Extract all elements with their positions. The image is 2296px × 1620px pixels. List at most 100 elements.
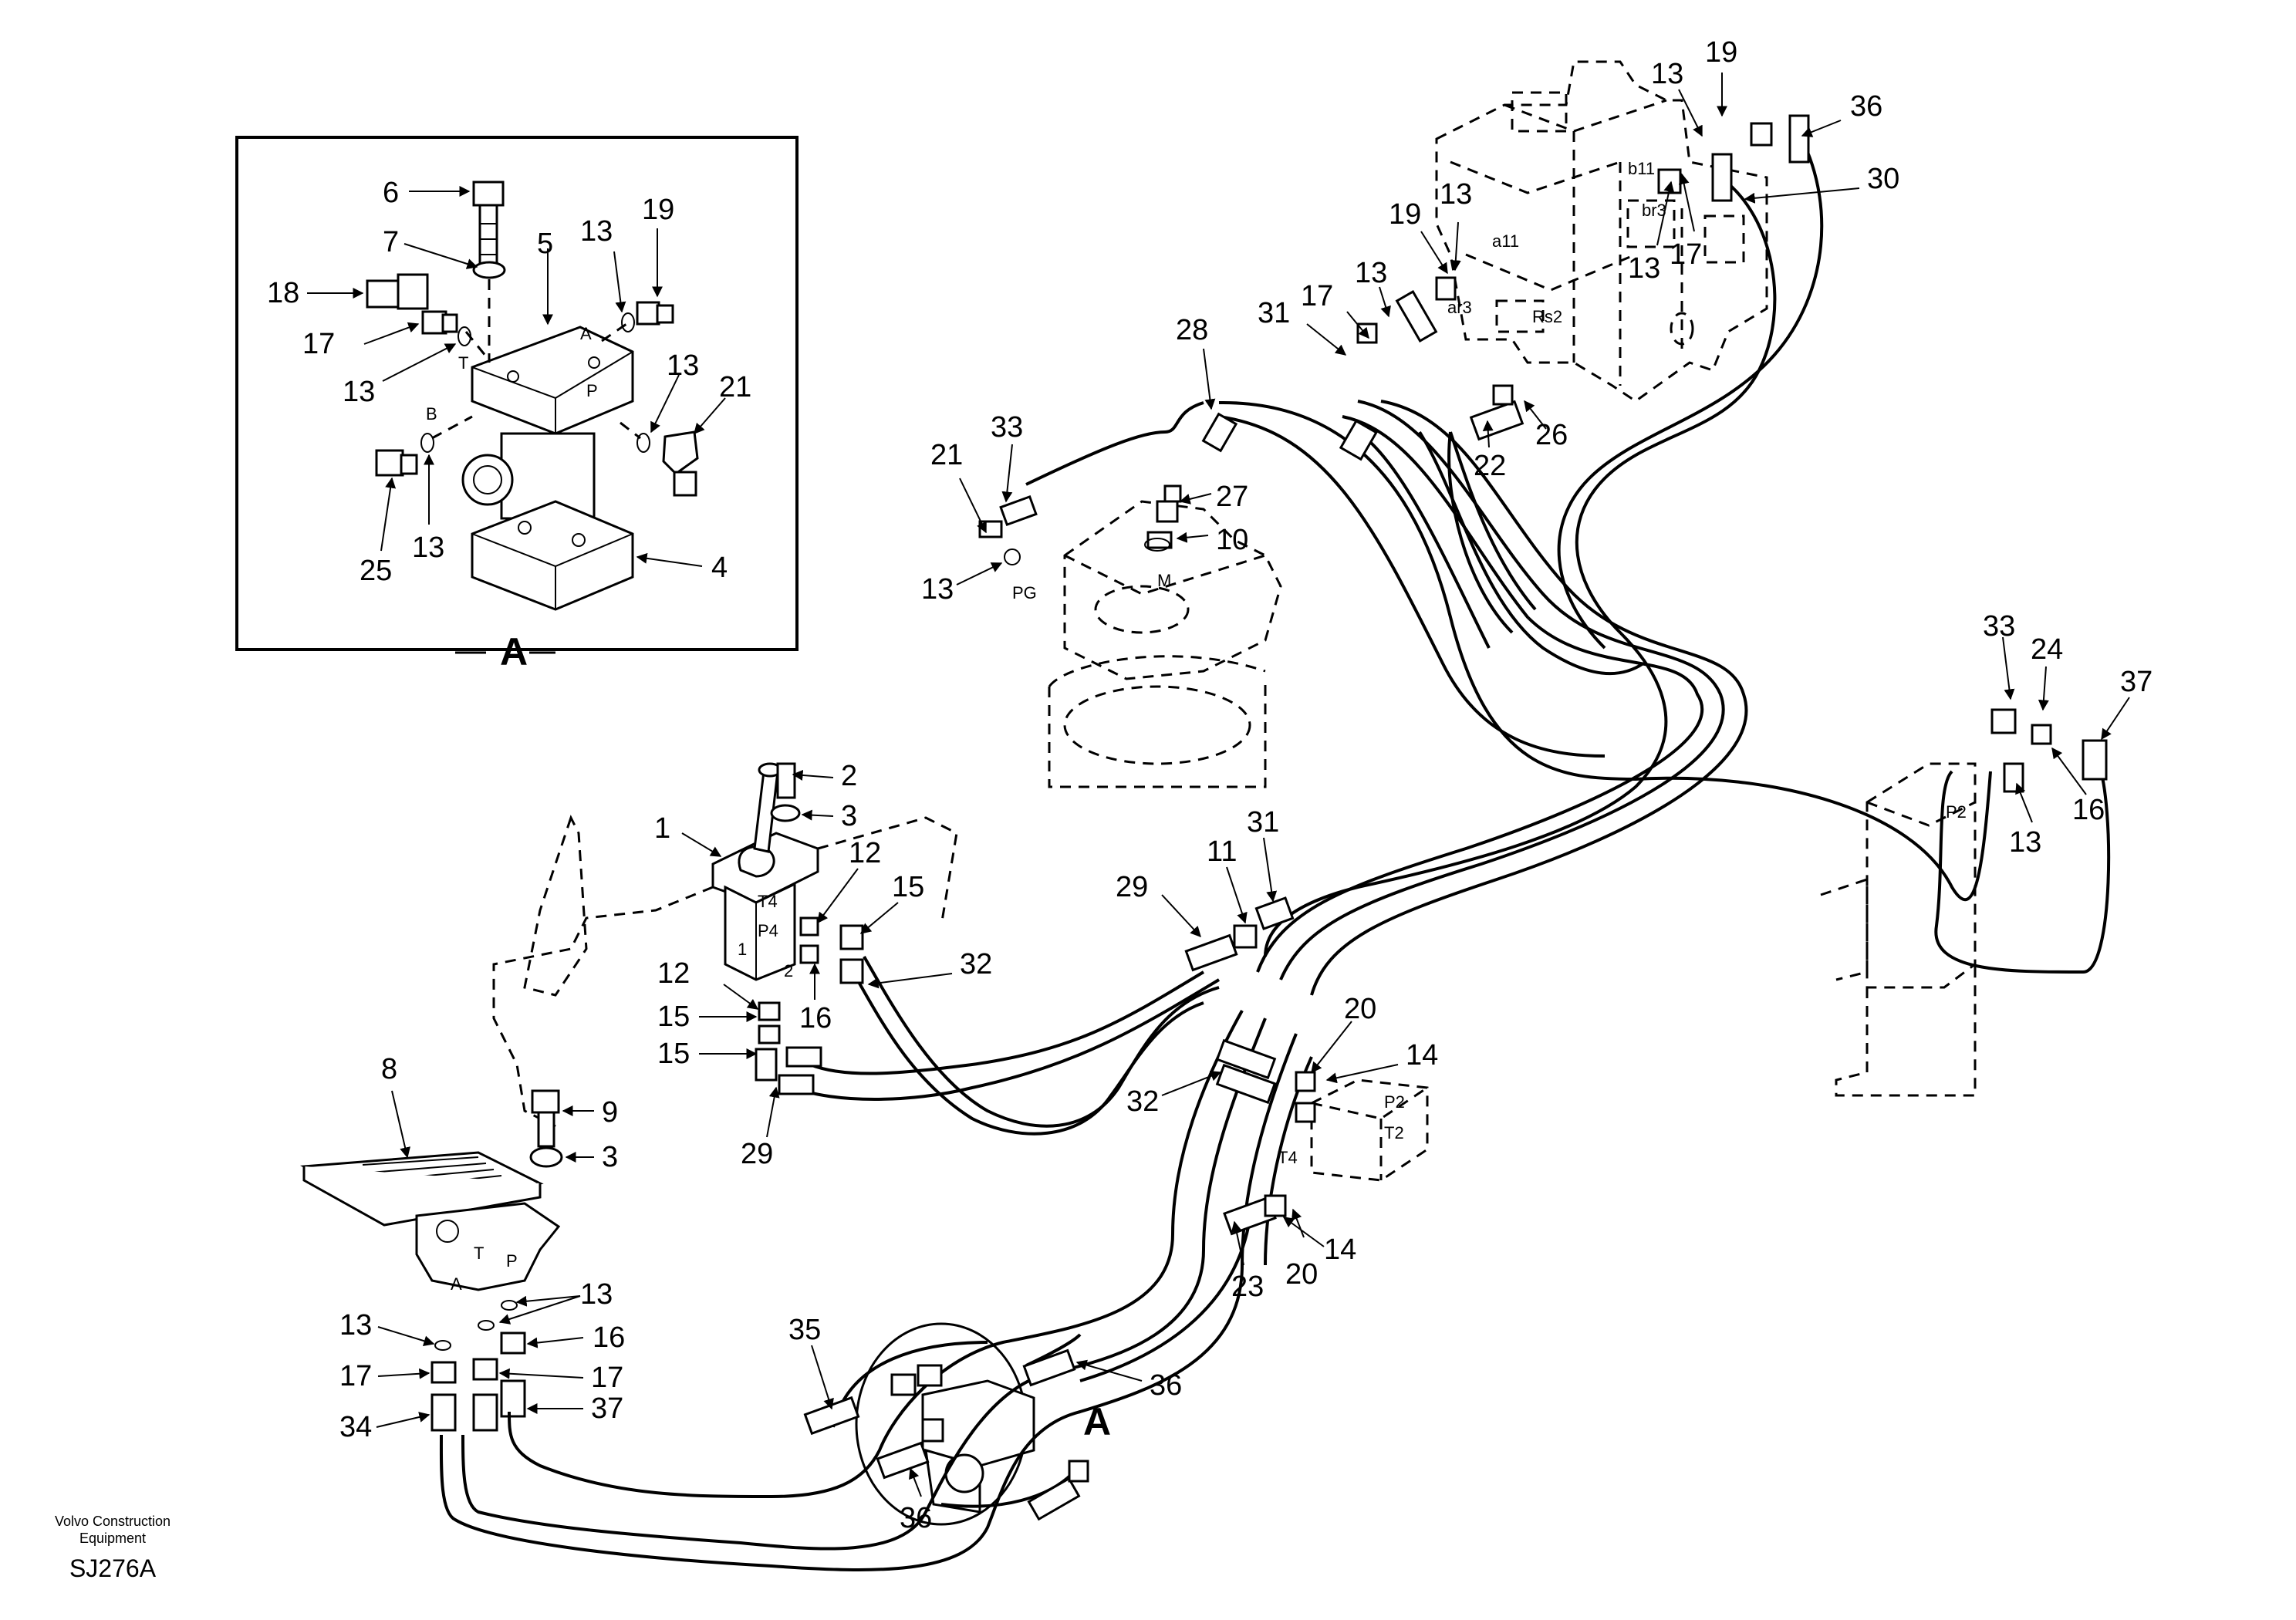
- callout-31: 31: [1247, 806, 1279, 839]
- callout-22: 22: [1474, 450, 1506, 482]
- callout-16: 16: [2072, 794, 2105, 826]
- port-p2-label: P2: [1946, 802, 1967, 822]
- fitting-25: [375, 449, 418, 477]
- callout-14: 14: [1406, 1039, 1438, 1072]
- callout-30: 30: [1867, 163, 1899, 195]
- callout-26: 26: [1535, 419, 1568, 451]
- callout-13: 13: [580, 215, 613, 248]
- port-t-pedal-label: T: [474, 1244, 484, 1263]
- callout-15: 15: [892, 871, 924, 903]
- callout-20: 20: [1344, 993, 1376, 1025]
- port-pg-label: PG: [1012, 583, 1037, 602]
- callout-14: 14: [1324, 1234, 1356, 1266]
- callout-16: 16: [799, 1002, 832, 1034]
- callout-36: 36: [1150, 1369, 1182, 1402]
- callout-15: 15: [657, 1001, 690, 1033]
- port-a-pedal-label: A: [451, 1274, 462, 1294]
- callout-10: 10: [1216, 524, 1248, 556]
- callout-25: 25: [360, 555, 392, 587]
- travel-pedal: T P A: [299, 1151, 561, 1294]
- fitting-19: [636, 301, 674, 326]
- footer: Volvo Construction Equipment SJ276A: [55, 1514, 171, 1582]
- port-a11-label: a11: [1492, 231, 1519, 251]
- callout-21: 21: [930, 439, 963, 471]
- callout-13: 13: [1651, 58, 1683, 90]
- pressure-valve-body: [461, 326, 634, 520]
- callout-numbers: 6 7 5 13 19 18 17 13 13 21 25 13 4 13 19…: [267, 36, 2152, 1534]
- callout-32: 32: [1126, 1085, 1159, 1118]
- callout-16: 16: [593, 1321, 625, 1354]
- callout-19: 19: [642, 194, 674, 226]
- port-a-label: A: [580, 324, 592, 343]
- callout-leaders: [376, 73, 2130, 1497]
- callout-13: 13: [1628, 252, 1660, 285]
- callout-17: 17: [302, 328, 335, 360]
- swing-motor: PG M: [1012, 500, 1282, 788]
- detail-a-frame: A: [235, 136, 799, 673]
- callout-23: 23: [1231, 1271, 1264, 1303]
- callout-32: 32: [960, 948, 992, 980]
- callout-4: 4: [711, 552, 728, 584]
- main-control-valve: b11 br3 a11 ar3 Rs2: [1435, 60, 1768, 403]
- callout-27: 27: [1216, 481, 1248, 513]
- manifold-block-p2: P2: [1820, 762, 1977, 1097]
- callout-9: 9: [602, 1096, 618, 1129]
- callout-13: 13: [343, 376, 375, 408]
- callout-37: 37: [591, 1392, 623, 1425]
- footer-drawing-code: SJ276A: [69, 1554, 157, 1582]
- callout-17: 17: [1301, 280, 1333, 312]
- callout-6: 6: [383, 177, 399, 209]
- port-2-label: 2: [784, 961, 793, 980]
- washer-3: [529, 1146, 563, 1168]
- callout-17: 17: [339, 1360, 372, 1392]
- callout-20: 20: [1285, 1258, 1318, 1291]
- port-ar3-label: ar3: [1447, 298, 1472, 317]
- callout-5: 5: [537, 228, 553, 260]
- callout-37: 37: [2120, 666, 2152, 698]
- port-p2-small-label: P2: [1384, 1092, 1405, 1112]
- fitting-17: [421, 310, 458, 335]
- callout-13: 13: [412, 532, 444, 564]
- callout-17: 17: [1670, 238, 1702, 271]
- callout-19: 19: [1389, 198, 1421, 231]
- callout-12: 12: [849, 837, 881, 869]
- fitting-18: [366, 273, 429, 310]
- callout-21: 21: [719, 371, 751, 403]
- bolt-6: [472, 181, 505, 265]
- callout-13: 13: [339, 1309, 372, 1342]
- hose-fittings: [755, 114, 2108, 1521]
- port-rs2-label: Rs2: [1532, 307, 1562, 326]
- port-m-label: M: [1157, 571, 1171, 590]
- callout-13: 13: [580, 1278, 613, 1311]
- callout-31: 31: [1258, 297, 1290, 329]
- bolt-9: [531, 1089, 560, 1148]
- callout-19: 19: [1705, 36, 1737, 69]
- callout-24: 24: [2031, 633, 2063, 666]
- hydraulic-hoses: [439, 130, 2111, 1571]
- callout-2: 2: [841, 760, 857, 792]
- footer-company-line2: Equipment: [79, 1531, 146, 1546]
- callout-13: 13: [1355, 257, 1387, 289]
- callout-7: 7: [383, 226, 399, 258]
- callout-18: 18: [267, 277, 299, 309]
- port-p-label: P: [586, 381, 598, 400]
- port-t2-label: T2: [1384, 1123, 1404, 1142]
- callout-33: 33: [1983, 610, 2015, 643]
- callout-36: 36: [900, 1502, 932, 1534]
- callout-17: 17: [591, 1362, 623, 1394]
- port-b11-label: b11: [1628, 159, 1655, 178]
- port-p-pedal-label: P: [506, 1251, 518, 1271]
- manifold-block-t2: P2 T2 T4: [1278, 1078, 1429, 1182]
- port-1-label: 1: [738, 940, 747, 959]
- callout-12: 12: [657, 957, 690, 990]
- callout-28: 28: [1176, 314, 1208, 346]
- callout-34: 34: [339, 1411, 372, 1443]
- elbow-21: [662, 430, 699, 497]
- callout-11: 11: [1207, 835, 1237, 868]
- detail-a-reference: A: [855, 1322, 1111, 1526]
- footer-company-line1: Volvo Construction: [55, 1514, 171, 1529]
- port-p4-joystick-label: P4: [758, 921, 778, 940]
- callout-15: 15: [657, 1038, 690, 1070]
- washer-7: [472, 261, 506, 279]
- callout-36: 36: [1850, 90, 1882, 123]
